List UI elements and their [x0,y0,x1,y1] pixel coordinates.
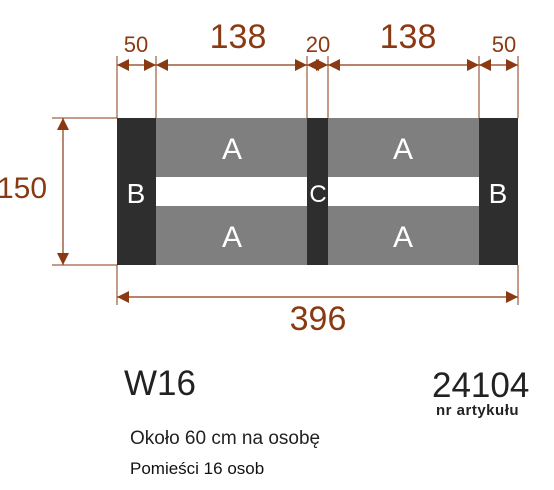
segment-label-a-top-right: A [393,133,413,166]
segment-b-left [117,118,156,265]
dim-label-b-left: 50 [124,32,148,57]
segment-label-b-right: B [489,178,508,209]
model-name: W16 [124,364,196,403]
table-segments [117,118,518,265]
dim-label-c-mid: 20 [306,32,330,57]
space-per-person: Około 60 cm na osobę [130,428,321,449]
segment-b-right [479,118,518,265]
segment-c-mid [307,118,328,265]
segment-a-bottom-right [328,206,479,265]
article-number: 24104 [432,366,530,405]
seating-capacity: Pomieści 16 osob [130,459,265,478]
article-number-label: nr artykułu [436,402,520,419]
segment-label-b-left: B [127,178,146,209]
dim-label-a-left: 138 [210,18,267,56]
dim-label-height: 150 [0,172,47,205]
segment-label-a-bottom-right: A [393,221,413,254]
segment-a-top-left [156,118,307,177]
dim-label-a-right: 138 [380,18,437,56]
dim-label-b-right: 50 [492,32,516,57]
dim-label-total-width: 396 [290,300,347,338]
segment-label-a-top-left: A [222,133,242,166]
top-dimension-lines [57,59,518,303]
segment-a-top-right [328,118,479,177]
segment-label-a-bottom-left: A [222,221,242,254]
segment-a-bottom-left [156,206,307,265]
table-layout-diagram: 50 138 20 138 50 150 396 B A A C A A B [0,18,519,338]
segment-label-c-mid: C [309,181,326,208]
